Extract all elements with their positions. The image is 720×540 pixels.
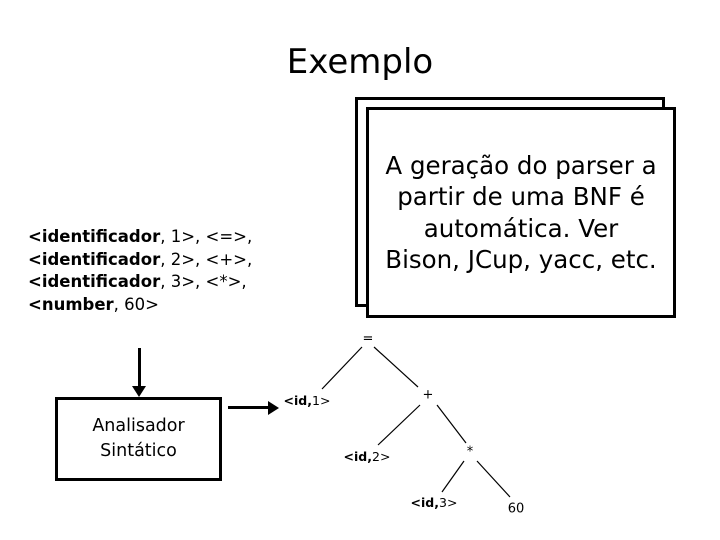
tree-edge (377, 404, 421, 446)
token-name: <identificador (28, 272, 161, 291)
tree-node-prefix: <id, (410, 494, 440, 510)
token-name: <number (28, 294, 114, 314)
callout-line: partir de uma BNF é (397, 182, 645, 212)
tree-node-label: 2> (372, 448, 391, 464)
tree-node-id3: <id,3> (410, 494, 458, 510)
parse-tree: =<id,1>+<id,2>*<id,3>60 (260, 325, 560, 535)
tree-node-prefix: <id, (283, 392, 313, 408)
token-value: , 60> (113, 294, 159, 314)
tree-node-plus: + (423, 389, 434, 402)
token-value: , 1>, <=>, (160, 227, 253, 246)
token-value: , 3>, <*>, (160, 272, 247, 291)
tree-node-label: 60 (507, 501, 525, 517)
tree-node-prefix: <id, (343, 448, 373, 464)
tree-node-label: = (362, 331, 374, 347)
parse-tree-edges (321, 346, 511, 498)
right-arrow-icon (228, 406, 270, 409)
tree-edge (476, 460, 511, 498)
callout-line: A geração do parser a (385, 150, 657, 180)
parser-box-line1: Analisador (92, 416, 185, 437)
right-arrow-head-icon (268, 400, 279, 415)
tree-node-label: + (422, 387, 434, 403)
callout-line: automática. Ver (423, 213, 619, 243)
callout-line: Bison, JCup, yacc, etc. (385, 244, 657, 274)
tree-node-label: 3> (439, 494, 458, 510)
tree-node-id1: <id,1> (283, 392, 331, 408)
tree-node-id2: <id,2> (343, 448, 391, 464)
tree-edge (441, 460, 465, 493)
parser-box-line2: Sintático (100, 441, 177, 461)
token-name: <identificador (28, 249, 161, 269)
token-line: <identificador, 1>, <=>, (28, 226, 252, 249)
token-line: <number, 60> (28, 294, 252, 317)
token-name: <identificador (28, 227, 161, 246)
parser-box: Analisador Sintático (55, 397, 222, 481)
token-line: <identificador, 2>, <+>, (28, 249, 252, 272)
page-title: Exemplo (286, 42, 434, 82)
parser-box-label: Analisador Sintático (92, 414, 184, 464)
token-list: <identificador, 1>, <=>,<identificador, … (28, 226, 252, 316)
token-line: <identificador, 3>, <*>, (28, 271, 252, 294)
tree-node-label: 1> (312, 392, 331, 408)
down-arrow-head-icon (132, 386, 146, 397)
tree-node-root: = (363, 333, 374, 346)
tree-edge (321, 346, 363, 390)
tree-edge (436, 404, 467, 444)
token-value: , 2>, <+>, (160, 249, 253, 269)
tree-node-num60: 60 (508, 503, 525, 516)
down-arrow-icon (138, 348, 141, 388)
tree-node-times: * (467, 446, 474, 459)
tree-node-label: * (466, 444, 474, 460)
tree-edge (373, 346, 419, 388)
